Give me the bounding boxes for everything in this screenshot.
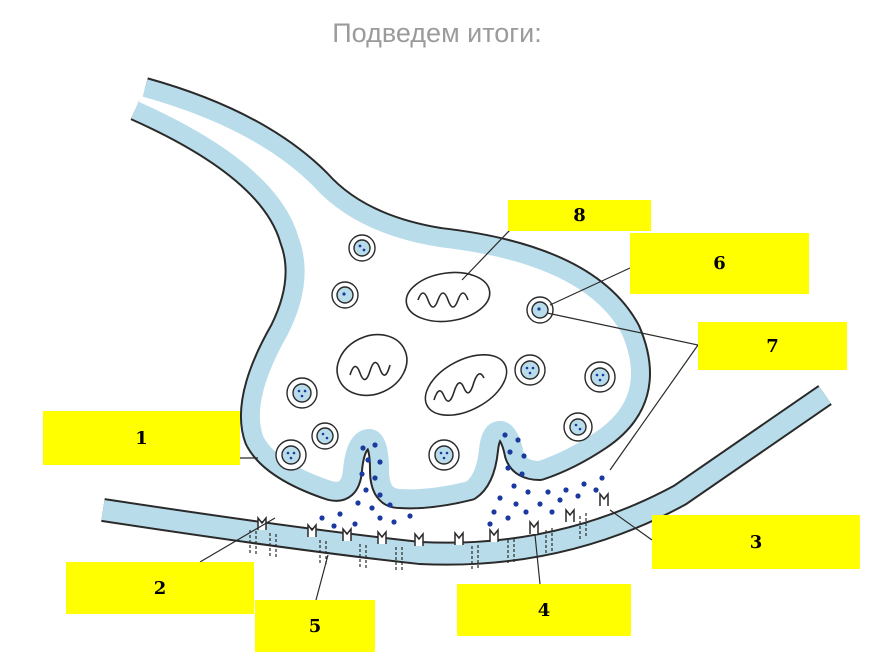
presynaptic-terminal [130, 77, 651, 510]
label-box-3[interactable]: 3 [652, 515, 860, 569]
label-box-6[interactable]: 6 [630, 233, 809, 294]
mitochondrion [405, 271, 491, 323]
vesicle [331, 281, 359, 309]
leader-line-5 [315, 554, 329, 601]
mitochondrion [424, 353, 508, 417]
label-box-4[interactable]: 4 [457, 584, 631, 636]
neurotransmitter-molecules [319, 432, 605, 529]
vesicle [584, 361, 616, 393]
label-box-8[interactable]: 8 [508, 200, 651, 231]
leader-line-8 [461, 229, 511, 281]
label-box-7[interactable]: 7 [698, 322, 847, 370]
postsynaptic-membrane [101, 385, 832, 566]
receptors [257, 491, 609, 546]
vesicle [526, 296, 554, 324]
vesicle [514, 354, 546, 386]
vesicle [563, 412, 593, 442]
label-box-5[interactable]: 5 [255, 600, 375, 652]
synaptic-vesicles [275, 234, 616, 471]
leader-line-3 [609, 509, 653, 541]
vesicle [311, 422, 339, 450]
leader-line-6 [549, 267, 631, 306]
leader-line-2 [199, 517, 276, 563]
vesicle [275, 439, 307, 471]
ion-channels [249, 513, 587, 570]
slide-title: Подведем итоги: [332, 18, 542, 48]
vesicle [348, 234, 376, 262]
vesicle [286, 377, 318, 409]
leader-line-4 [534, 534, 541, 585]
vesicle [428, 439, 460, 471]
label-box-2[interactable]: 2 [66, 562, 254, 614]
mitochondria [336, 271, 508, 417]
mitochondrion [336, 333, 408, 397]
label-box-1[interactable]: 1 [43, 411, 240, 465]
